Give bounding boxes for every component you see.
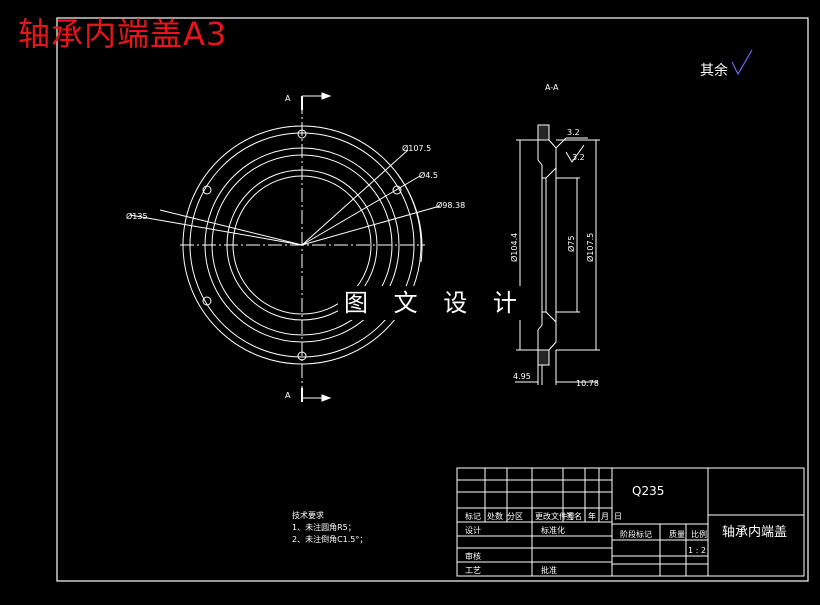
technical-notes: 技术要求 1、未注圆角R5； 2、未注倒角C1.5°；: [292, 510, 367, 544]
tb-process: 工艺: [465, 566, 481, 575]
surface-finish-note: 其余: [700, 63, 728, 79]
dim-top-chamfer: 3.2: [567, 128, 580, 137]
dim-inner-diameter: Ø98.38: [436, 200, 465, 210]
dim-section-d1: Ø104.4: [509, 233, 519, 262]
dim-inner-step: 3.2: [572, 153, 585, 162]
leader-mid: [301, 149, 409, 246]
cut-label-top: A: [285, 94, 291, 103]
tb-h-day: 日: [614, 512, 622, 521]
tb-ratio: 比例: [691, 529, 707, 539]
tb-standardize: 标准化: [541, 525, 565, 535]
leader-chamfer: [555, 137, 567, 149]
bolt-hole: [202, 185, 212, 195]
dim-width-right: 10.78: [576, 379, 599, 388]
cut-label-bottom: A: [285, 391, 291, 400]
arc-step: [397, 174, 423, 263]
tb-material: Q235: [632, 484, 664, 498]
tb-h-count: 处数: [487, 511, 503, 521]
hatch-top: [537, 124, 550, 141]
tb-h-zone: 分区: [507, 512, 523, 521]
dim-outer-diameter: Ø135: [126, 211, 148, 221]
note-item: 1、未注圆角R5；: [292, 522, 356, 532]
dim-hole-diameter: Ø4.5: [419, 170, 438, 180]
note-item: 2、未注倒角C1.5°；: [292, 534, 367, 544]
dim-mid-diameter: Ø107.5: [402, 143, 431, 153]
tb-check: 审核: [465, 551, 481, 561]
section-view-labels: A-A 3.2 3.2 Ø104.4 Ø75 Ø107.5 4.95 10.78: [509, 83, 599, 388]
tb-mass: 质量: [669, 529, 685, 539]
tb-h-mark: 标记: [465, 511, 481, 521]
cut-arrowhead-bottom: [321, 394, 332, 402]
title-block-text: 标记 处数 分区 更改文件号 签名 年 月 日 设计 标准化 阶段标记 质量 比…: [465, 484, 787, 575]
watermark: 图 文 设 计: [338, 286, 532, 320]
tb-h-doc: 更改文件号: [535, 511, 575, 521]
tb-stage-mark: 阶段标记: [620, 529, 652, 539]
roughness-symbol: [565, 144, 585, 163]
leader-inner: [301, 205, 441, 246]
notes-title: 技术要求: [292, 510, 324, 520]
drawing-frame: [56, 17, 809, 582]
bolt-hole: [202, 296, 212, 306]
front-view-labels: A A Ø135 Ø107.5 Ø4.5 Ø98.38: [126, 94, 465, 400]
dim-width-left: 4.95: [513, 372, 531, 381]
drawing-caption: 轴承内端盖A3: [18, 15, 228, 53]
leader-outer: [129, 214, 303, 246]
hatch-bottom: [537, 349, 550, 366]
tb-h-year: 年: [588, 511, 596, 521]
tb-scale: 1 : 2: [688, 546, 706, 555]
tb-h-month: 月: [601, 512, 609, 521]
front-view: [129, 92, 441, 402]
bolt-hole: [392, 185, 402, 195]
roughness-check-icon: [731, 49, 753, 76]
title-block: [456, 467, 805, 577]
dim-section-d2: Ø75: [566, 236, 576, 252]
cut-arrowhead-top: [321, 92, 332, 100]
tb-design: 设计: [465, 525, 481, 535]
leader-hole: [301, 175, 421, 246]
tb-part-name: 轴承内端盖: [722, 524, 787, 540]
tb-approve: 批准: [541, 565, 557, 575]
tb-h-sign: 签名: [566, 511, 582, 521]
dim-section-d3: Ø107.5: [585, 233, 595, 262]
leader-extra: [159, 209, 303, 246]
section-label: A-A: [545, 83, 559, 92]
